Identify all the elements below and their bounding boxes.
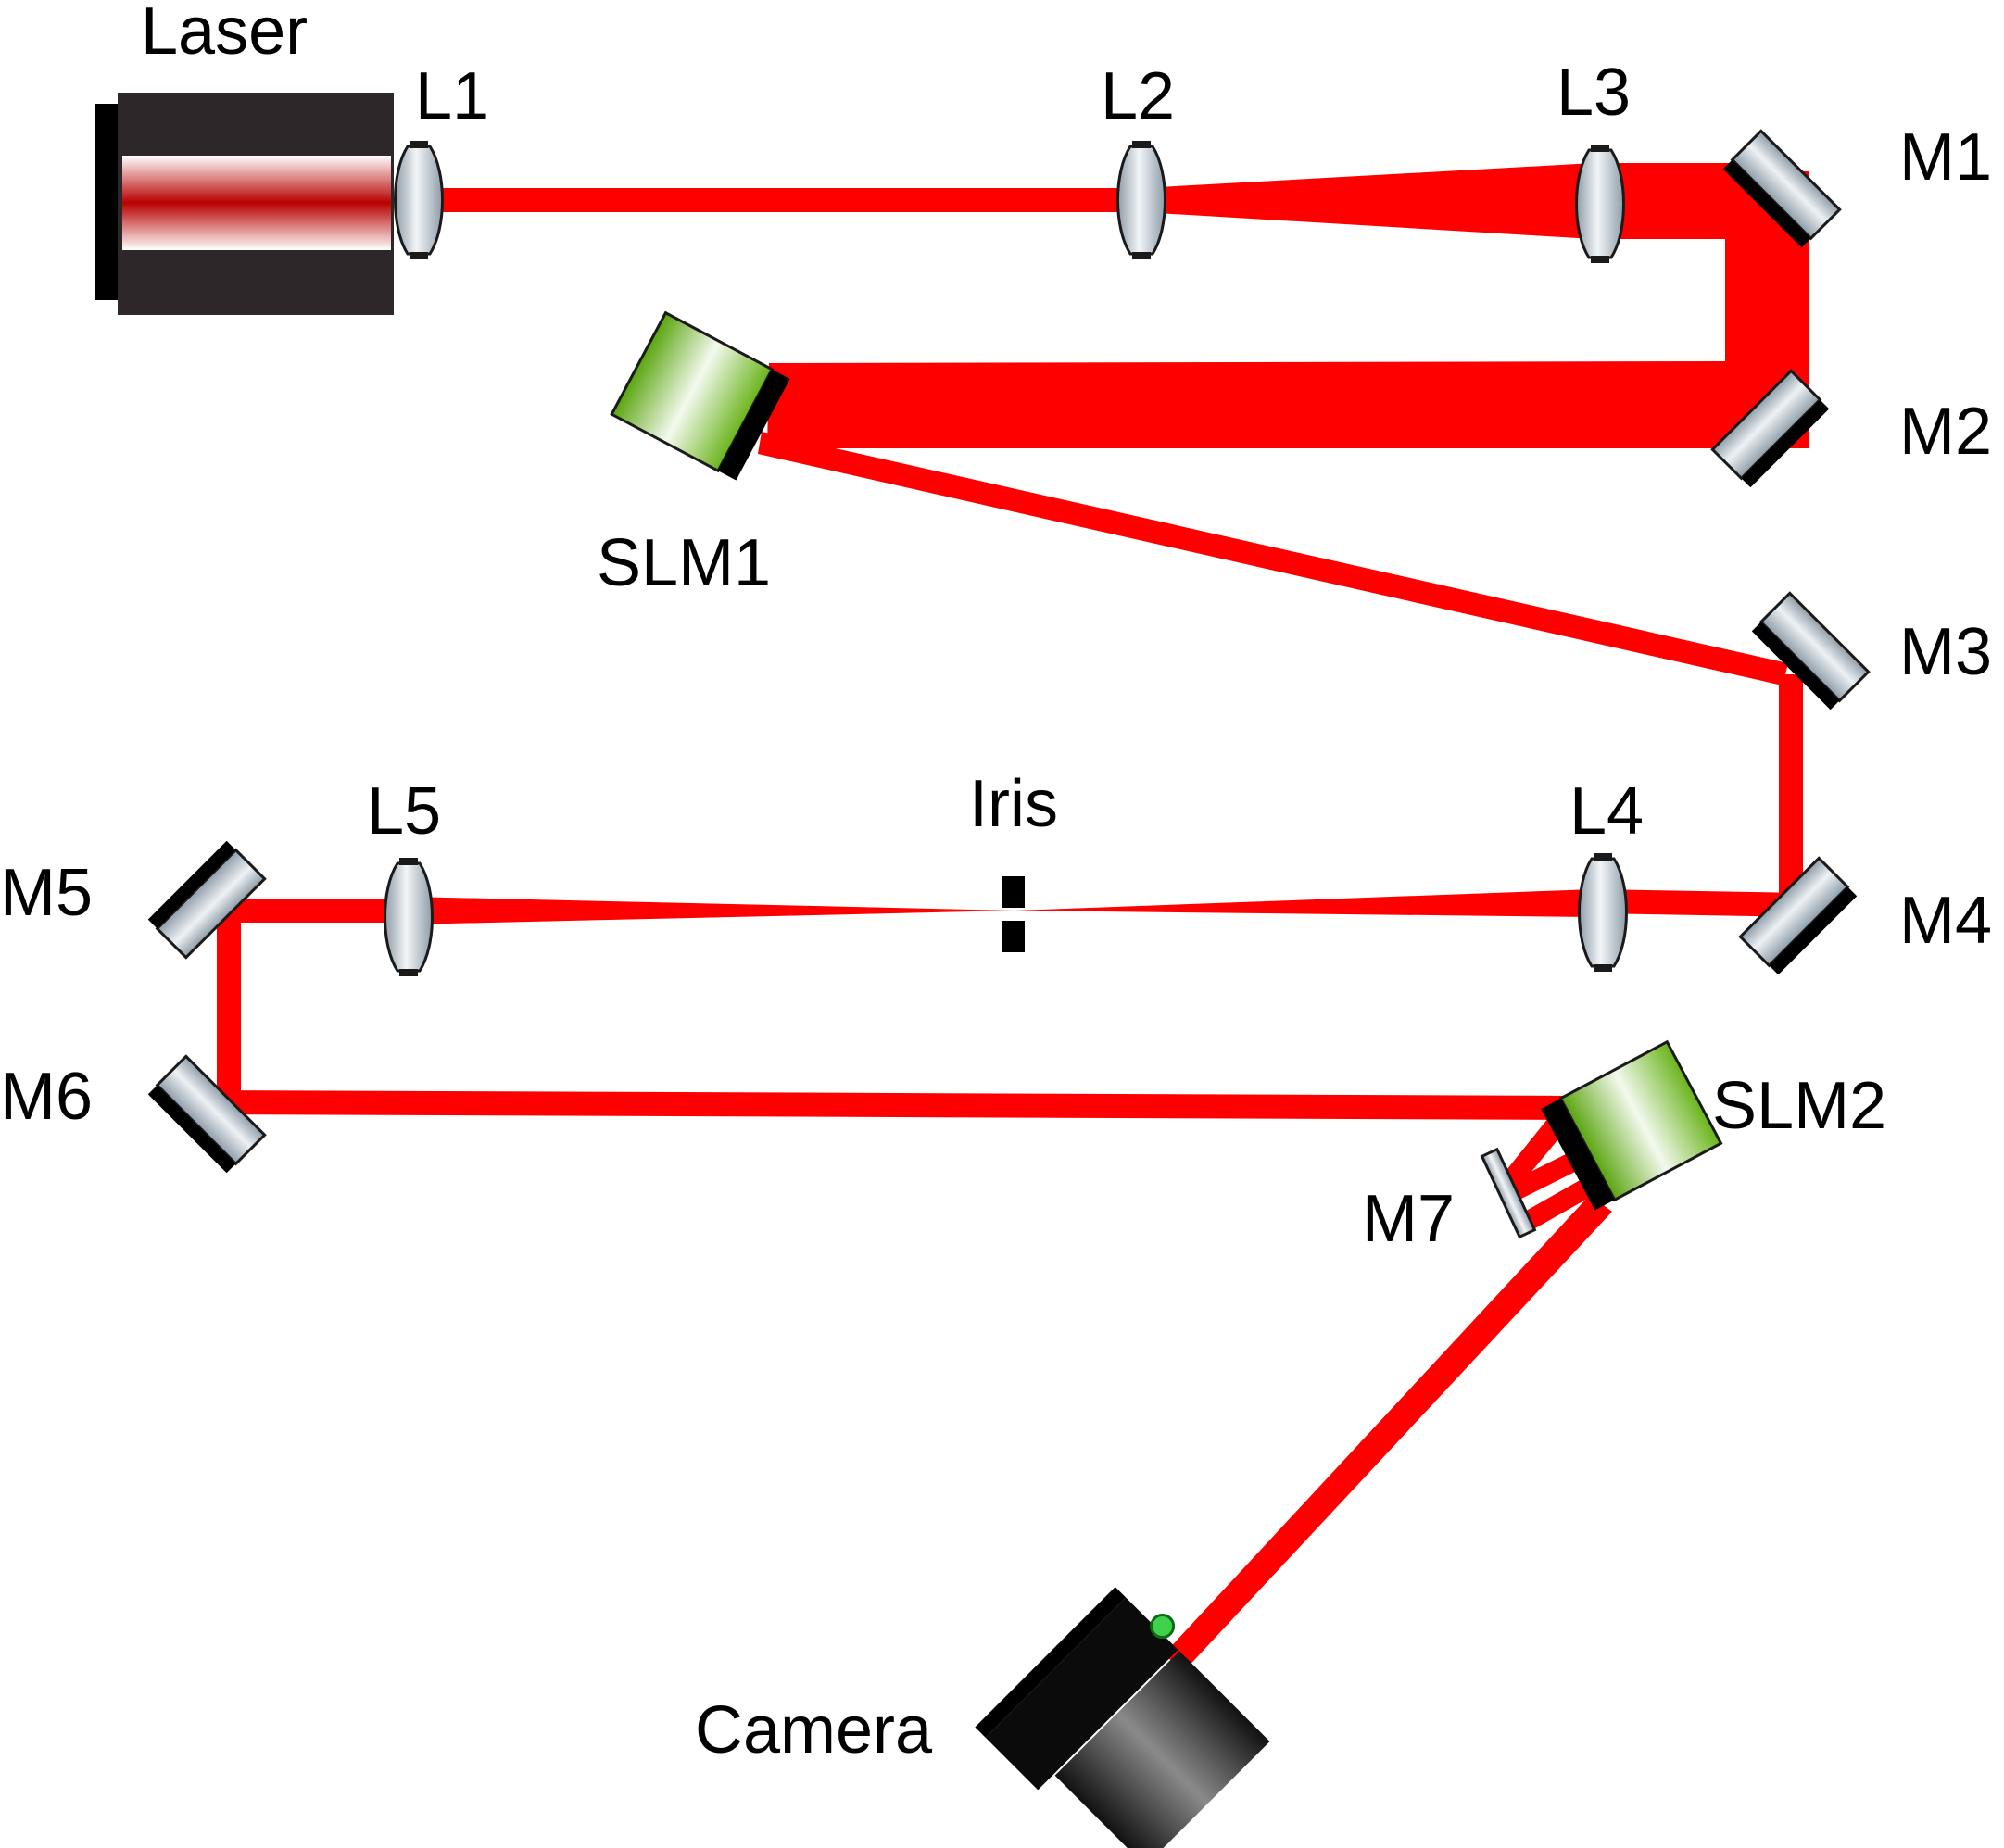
beam-l4-to-iris (1015, 889, 1594, 917)
labels: Laser L1 L2 L3 M1 M2 SLM1 M3 L5 Iris L4 … (0, 0, 1992, 1767)
lens-l2 (1116, 141, 1166, 259)
camera-device (975, 1587, 1270, 1848)
label-l2: L2 (1101, 59, 1175, 133)
label-l5: L5 (367, 774, 441, 849)
label-m1: M1 (1899, 120, 1992, 195)
beam-slm2-to-camera (1164, 1195, 1612, 1671)
label-m5: M5 (0, 856, 93, 930)
lens-l4 (1578, 853, 1628, 972)
beam-slm1-to-m3 (758, 432, 1788, 685)
mirror-m5 (147, 840, 267, 960)
laser-core (122, 156, 391, 250)
mirror-m2 (1710, 369, 1830, 488)
laser-end-plate (95, 104, 118, 300)
slm2-device (1541, 1039, 1723, 1211)
label-slm2: SLM2 (1712, 1069, 1886, 1143)
mirror-m6 (147, 1054, 267, 1174)
beam-m3-to-m4 (1779, 674, 1803, 906)
label-m7: M7 (1362, 1182, 1455, 1256)
label-iris: Iris (969, 767, 1058, 841)
label-l4: L4 (1569, 774, 1644, 849)
mirror-m1 (1722, 129, 1842, 248)
mirror-m3 (1751, 591, 1871, 710)
mirror-m7 (1480, 1147, 1537, 1239)
iris-aperture (1002, 876, 1025, 952)
label-m2: M2 (1899, 395, 1992, 469)
beam-laser-to-l2 (408, 188, 1141, 212)
beam-m4-to-l4 (1594, 889, 1803, 917)
beam-iris-to-l5 (408, 897, 1015, 924)
beam-m6-to-slm2 (217, 1090, 1575, 1120)
label-slm1: SLM1 (597, 526, 771, 600)
label-l1: L1 (415, 59, 489, 133)
beam-l5-to-m5 (235, 899, 410, 923)
mirror-m4 (1738, 856, 1858, 975)
label-m6: M6 (0, 1060, 93, 1134)
beam-wide-top (767, 361, 1725, 447)
label-m3: M3 (1899, 615, 1992, 689)
label-camera: Camera (695, 1693, 933, 1767)
lens-l5 (384, 858, 434, 976)
beam-l2-to-l3 (1141, 163, 1594, 239)
beam-m5-to-m6 (217, 899, 241, 1104)
label-l3: L3 (1557, 56, 1631, 130)
laser-source (95, 93, 394, 315)
lens-l1 (394, 141, 444, 259)
label-m4: M4 (1899, 884, 1992, 958)
label-laser: Laser (141, 0, 308, 69)
beam-path (217, 163, 1809, 1671)
slm1-device (610, 310, 790, 481)
lens-l3 (1575, 145, 1625, 263)
